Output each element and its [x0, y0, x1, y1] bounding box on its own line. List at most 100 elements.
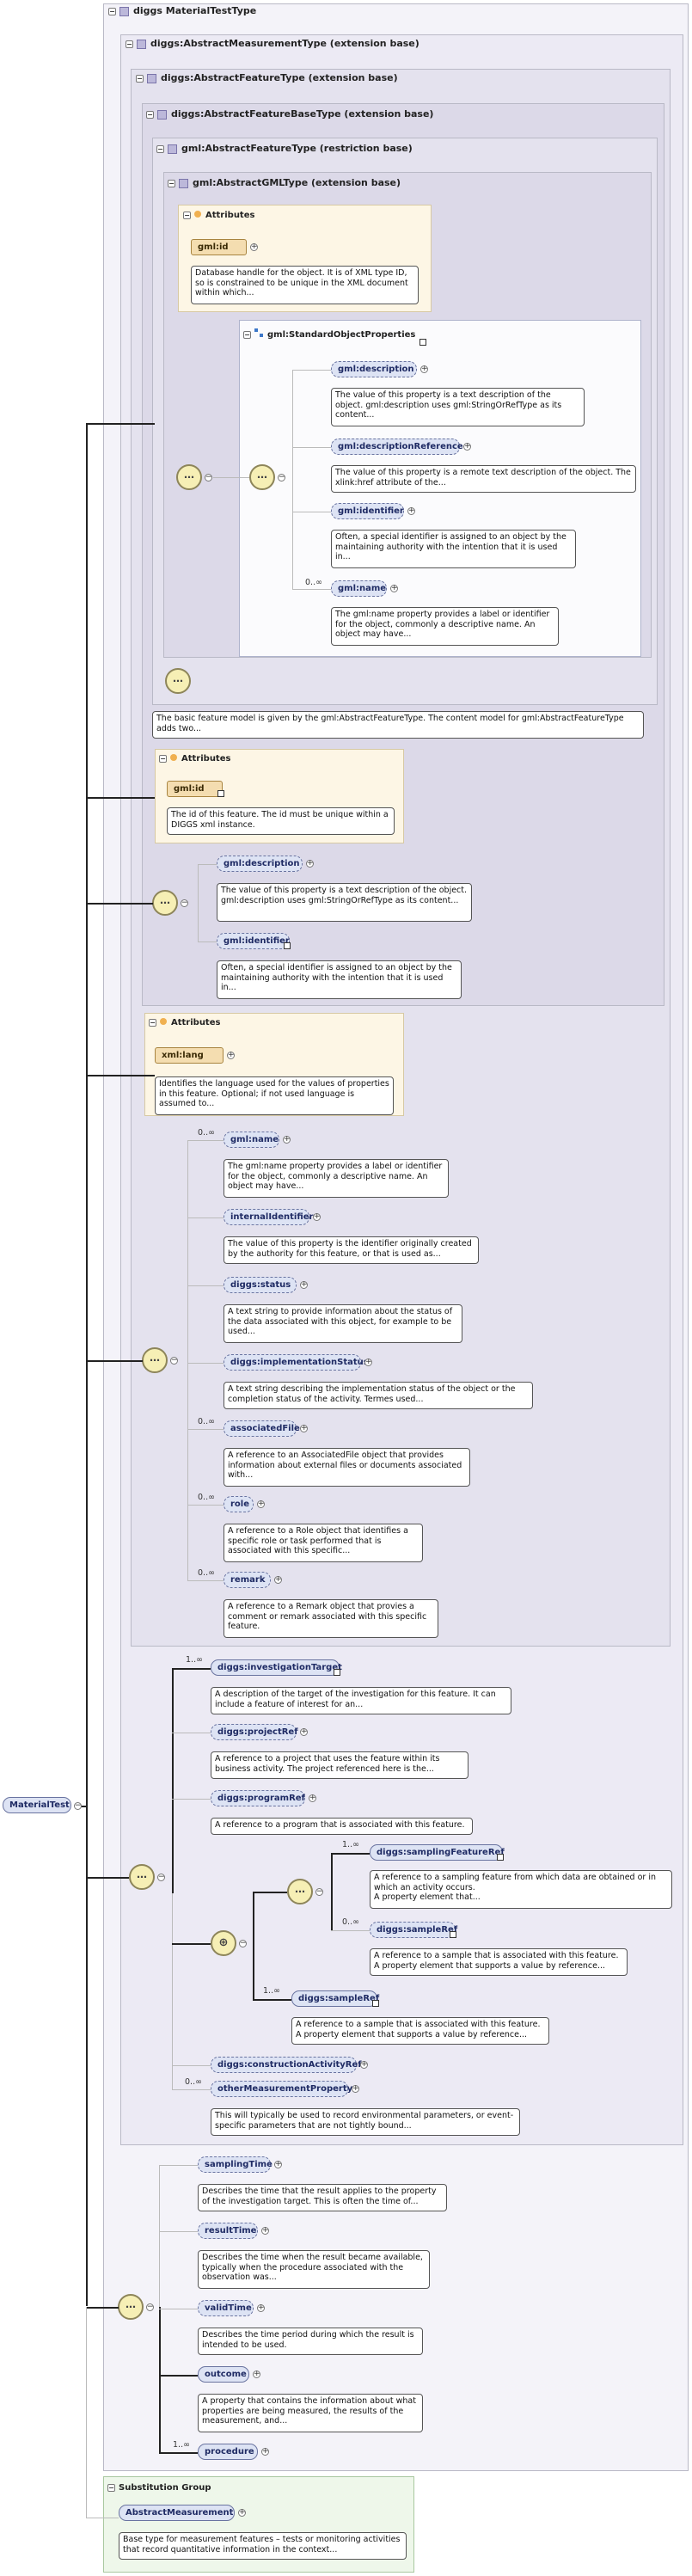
choice-sampling-feature-ref[interactable]: diggs:samplingFeatureRef	[370, 1844, 505, 1861]
measurement-construction-activity-ref[interactable]: diggs:constructionActivityRef	[211, 2057, 362, 2073]
connector-line	[172, 1799, 211, 1800]
sop-identifier[interactable]: gml:identifier	[331, 503, 404, 519]
expand-icon[interactable]: +	[300, 1424, 308, 1432]
collapse-icon[interactable]: −	[146, 110, 154, 119]
sop-description[interactable]: gml:description	[331, 361, 417, 377]
link-icon[interactable]	[334, 1669, 340, 1676]
link-icon[interactable]	[419, 339, 426, 346]
choice-compositor[interactable]: ⊕	[211, 1930, 236, 1956]
sop-description-reference[interactable]: gml:descriptionReference	[331, 439, 463, 455]
attr-feature-gml-id[interactable]: gml:id	[167, 781, 223, 797]
branch-line	[331, 1853, 333, 1930]
material-result-time[interactable]: resultTime	[198, 2223, 258, 2239]
collapse-icon[interactable]: −	[136, 74, 144, 83]
link-icon[interactable]	[450, 1931, 456, 1938]
expand-icon[interactable]: +	[253, 2370, 260, 2378]
collapse-icon[interactable]: −	[157, 1873, 165, 1881]
connector-line	[213, 477, 249, 478]
sequence-compositor-choice[interactable]: ⋯	[287, 1879, 313, 1904]
feature-gml-name[interactable]: gml:name	[224, 1132, 279, 1148]
link-icon[interactable]	[284, 942, 291, 949]
cardinality: 0..∞	[185, 2077, 202, 2087]
expand-icon[interactable]: +	[300, 1727, 308, 1736]
expand-icon[interactable]: +	[227, 1051, 235, 1059]
collapse-icon[interactable]: −	[168, 179, 175, 187]
sop-name[interactable]: gml:name	[331, 580, 387, 597]
substitution-abstract-measurement[interactable]: AbstractMeasurement	[119, 2505, 235, 2521]
collapse-icon[interactable]: −	[181, 899, 188, 907]
expand-icon[interactable]: +	[261, 2447, 269, 2456]
measurement-project-ref[interactable]: diggs:projectRef	[211, 1724, 298, 1740]
material-outcome[interactable]: outcome	[198, 2366, 249, 2383]
expand-icon[interactable]: +	[274, 1575, 282, 1584]
expand-icon[interactable]: +	[309, 1794, 316, 1802]
collapse-icon[interactable]: −	[126, 40, 133, 48]
sequence-compositor-inner[interactable]: ⋯	[249, 464, 275, 490]
collapse-icon[interactable]: −	[107, 2483, 115, 2492]
substitution-desc: Base type for measurement features – tes…	[119, 2532, 407, 2560]
sequence-compositor-feature[interactable]: ⋯	[165, 668, 191, 694]
sequence-compositor-material[interactable]: ⋯	[118, 2294, 144, 2320]
expand-icon[interactable]: +	[274, 2160, 282, 2168]
measurement-investigation-target[interactable]: diggs:investigationTarget	[211, 1659, 342, 1676]
collapse-icon[interactable]: −	[156, 144, 164, 153]
material-sampling-time[interactable]: samplingTime	[198, 2156, 273, 2173]
main-element-material-test[interactable]: MaterialTest	[3, 1797, 71, 1813]
substitution-group-header: −Substitution Group	[107, 2483, 211, 2493]
material-procedure[interactable]: procedure	[198, 2444, 258, 2460]
collapse-icon[interactable]: −	[170, 1356, 178, 1365]
expand-icon[interactable]: +	[257, 2303, 265, 2312]
feature-remark-desc: A reference to a Remark object that prov…	[224, 1599, 438, 1638]
expand-icon[interactable]: +	[352, 2084, 359, 2093]
feature-status[interactable]: diggs:status	[224, 1277, 297, 1293]
expand-icon[interactable]: +	[261, 2226, 269, 2235]
choice-sample-ref[interactable]: diggs:sampleRef	[370, 1922, 457, 1938]
cardinality: 1..∞	[342, 1840, 359, 1849]
link-icon[interactable]	[217, 790, 224, 797]
expand-icon[interactable]: +	[238, 2508, 246, 2517]
attr-xml-lang[interactable]: xml:lang	[155, 1047, 224, 1064]
expand-icon[interactable]: +	[407, 506, 415, 515]
other-measurement-property[interactable]: otherMeasurementProperty	[211, 2081, 352, 2097]
collapse-icon[interactable]: −	[183, 211, 191, 219]
collapse-icon[interactable]: −	[159, 754, 167, 763]
sequence-compositor-featurebase[interactable]: ⋯	[152, 890, 178, 916]
feature-internal-identifier[interactable]: internalIdentifier	[224, 1209, 313, 1225]
expand-icon[interactable]: +	[257, 1500, 265, 1508]
expand-icon[interactable]: +	[463, 442, 471, 451]
expand-icon[interactable]: +	[283, 1135, 291, 1144]
feature-remark[interactable]: remark	[224, 1572, 271, 1588]
expand-icon[interactable]: +	[360, 2060, 368, 2069]
expand-icon[interactable]: +	[390, 584, 398, 592]
feature-associated-file[interactable]: associatedFile	[224, 1420, 300, 1437]
feature-role[interactable]: role	[224, 1496, 254, 1512]
expand-icon[interactable]: +	[420, 365, 428, 373]
material-valid-time-desc: Describes the time period during which t…	[198, 2328, 423, 2355]
collapse-icon[interactable]: −	[108, 7, 116, 15]
collapse-icon[interactable]: −	[149, 1018, 156, 1027]
sequence-compositor[interactable]: ⋯	[176, 464, 202, 490]
featurebase-description[interactable]: gml:description	[217, 856, 303, 872]
expand-icon[interactable]: +	[306, 859, 314, 868]
collapse-icon[interactable]: −	[243, 330, 251, 339]
attr-gml-id[interactable]: gml:id	[191, 239, 247, 255]
featurebase-identifier[interactable]: gml:identifier	[217, 933, 290, 949]
collapse-icon[interactable]: −	[239, 1939, 247, 1947]
expand-icon[interactable]: +	[364, 1358, 372, 1366]
link-icon[interactable]	[497, 1854, 504, 1861]
feature-implementation-status[interactable]: diggs:implementationStatus	[224, 1354, 369, 1371]
sequence-compositor-feature-props[interactable]: ⋯	[142, 1347, 168, 1373]
collapse-icon[interactable]: −	[146, 2303, 154, 2311]
collapse-icon[interactable]: −	[278, 473, 285, 481]
expand-icon[interactable]: +	[250, 242, 258, 251]
measurement-program-ref[interactable]: diggs:programRef	[211, 1790, 305, 1806]
collapse-icon[interactable]: −	[74, 1801, 82, 1810]
choice-alt-sample-ref[interactable]: diggs:sampleRef	[291, 1990, 379, 2007]
link-icon[interactable]	[372, 2000, 379, 2007]
expand-icon[interactable]: +	[313, 1212, 321, 1221]
collapse-icon[interactable]: −	[205, 473, 212, 481]
material-valid-time[interactable]: validTime	[198, 2300, 254, 2316]
collapse-icon[interactable]: −	[315, 1887, 323, 1896]
sequence-compositor-measurement[interactable]: ⋯	[129, 1864, 155, 1890]
expand-icon[interactable]: +	[300, 1280, 308, 1289]
